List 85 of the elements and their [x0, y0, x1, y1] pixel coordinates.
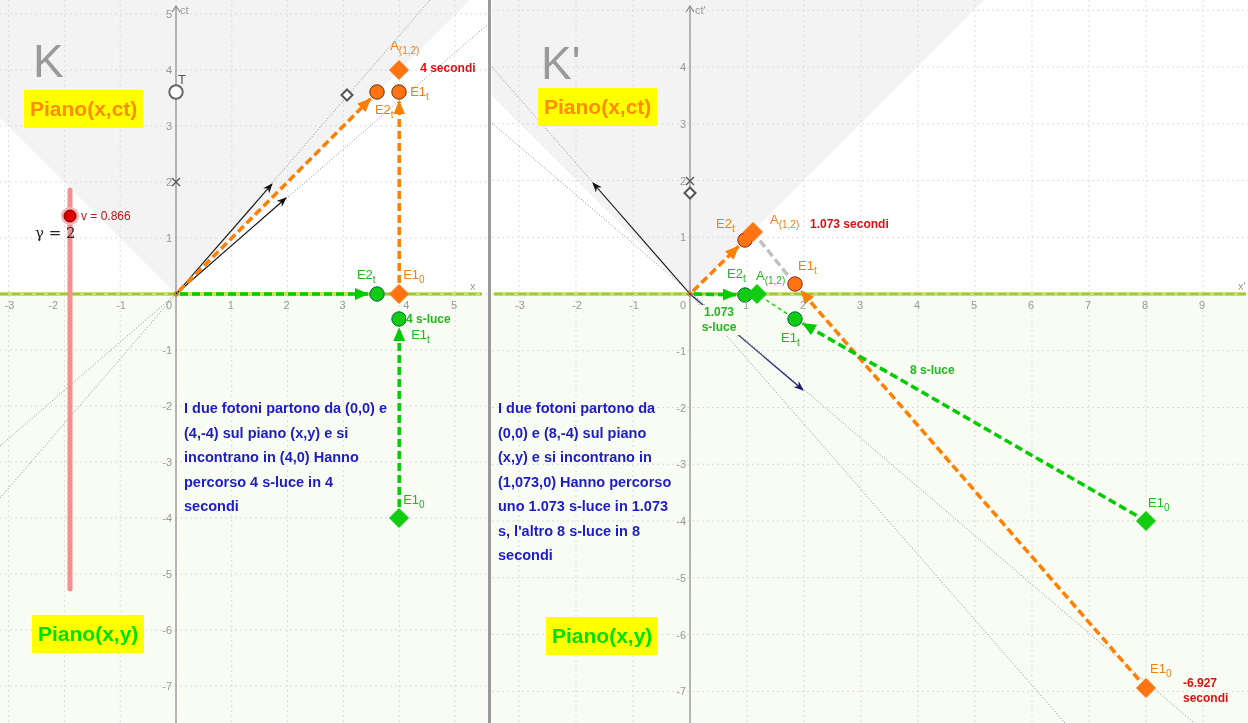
axis-label: -2 — [676, 401, 686, 414]
axis-label: 1 — [227, 299, 234, 311]
arrow — [691, 245, 740, 293]
point-label: E1$_{t}$ — [798, 258, 817, 273]
point-label: E1$_{0}$ — [403, 267, 425, 282]
axis-label: 4 — [165, 64, 172, 76]
axis-label: ct' — [695, 4, 706, 16]
axis-label: -2 — [572, 299, 582, 311]
arrow — [393, 100, 406, 283]
axis-label: 1 — [165, 232, 172, 244]
point-label: E1$_{0}$ — [1148, 495, 1170, 510]
axis-label: 2 — [283, 299, 290, 311]
point-label: E1$_{0}$ — [1150, 661, 1172, 676]
explanation-text: I due fotoni partono da (0,0) e (4,-4) sul piano (x,y) e si incontrano in (4,0) Hanno percorso 4 s-luce in 4 secondi — [184, 399, 388, 516]
axis-label: 0 — [680, 299, 687, 311]
axis-label: 5 — [165, 8, 172, 20]
plane-label: Piano(x,ct) — [538, 88, 658, 126]
axis-label: -5 — [676, 571, 686, 584]
axis-label: 3 — [339, 299, 346, 311]
arrow — [693, 288, 737, 301]
arrow — [393, 327, 406, 507]
axis-label: 4 — [679, 61, 686, 73]
point-label: E2$_{t}$ — [356, 267, 376, 282]
time-label: 4 secondi — [420, 61, 476, 76]
point-label: E1$_{t}$ — [410, 84, 429, 100]
plane-label: Piano(x,y) — [32, 615, 145, 653]
axis-label: -7 — [676, 685, 686, 698]
axis-label: -5 — [162, 568, 172, 580]
axis-label: ct — [180, 4, 189, 16]
axis-label: 5 — [971, 299, 978, 311]
axis-label: -3 — [515, 299, 525, 311]
arrow — [177, 97, 372, 293]
point-label: E2$_{t}$ — [716, 216, 735, 231]
axis-label: 7 — [1085, 299, 1092, 311]
axis-label: -1 — [629, 299, 639, 311]
point-label: E2$_{t}$ — [374, 102, 394, 118]
axis-label: -1 — [676, 344, 686, 357]
explanation-text: I due fotoni partono da (0,0) e (8,-4) sul piano (x,y) e si incontrano in (1,073,0) Hanno percorso uno 1.073 s-luce in 1.073 s, l'altro 8 s-luce in 8 secondi — [498, 399, 673, 565]
arrow — [799, 289, 1141, 681]
axis-label: -6 — [676, 628, 686, 641]
axis-label: -7 — [162, 680, 172, 692]
point-label: E1$_{t}$ — [411, 327, 430, 343]
point-label: E1$_{0}$ — [403, 492, 425, 507]
axis-label: 4 — [914, 299, 921, 311]
axis-label: -1 — [162, 344, 172, 356]
axis-label: 8 — [1142, 299, 1149, 311]
axis-label: -3 — [676, 458, 686, 471]
axis-label: -4 — [162, 512, 172, 524]
point-label: E1$_{t}$ — [781, 330, 800, 345]
axis-label: 2 — [679, 174, 686, 187]
frame-title: K — [33, 36, 64, 86]
axis-label: -3 — [4, 299, 15, 311]
axis-label: 3 — [857, 299, 864, 311]
axis-label: -1 — [116, 299, 126, 311]
plane-label: Piano(x,ct) — [24, 90, 144, 128]
axis-label: 3 — [679, 117, 686, 130]
axis-label: 2 — [800, 299, 807, 311]
axis-label: -6 — [162, 624, 172, 636]
axis-label: 5 — [451, 299, 458, 311]
time-label: -6.927 secondi — [1183, 676, 1230, 706]
axis-label: 0 — [166, 299, 173, 311]
edge-label: 1.073 s-luce — [697, 305, 741, 335]
arrow — [180, 288, 369, 300]
axis-label: -4 — [676, 515, 686, 527]
plane-label: Piano(x,y) — [546, 617, 659, 655]
point-label: T — [178, 72, 186, 88]
axis-label: -3 — [162, 456, 172, 468]
axis-label: 2 — [165, 176, 172, 188]
point-label: E2$_{t}$ — [727, 266, 746, 281]
axis-label: -2 — [162, 400, 172, 412]
arrow — [801, 322, 1138, 517]
parameter-label: γ = 2 — [35, 224, 76, 242]
axis-label: 6 — [1028, 299, 1035, 311]
slider-value: v = 0.866 — [81, 209, 131, 223]
edge-label: 8 s-luce — [910, 363, 955, 378]
axis-label: 1 — [743, 299, 750, 311]
axis-label: 3 — [165, 120, 172, 132]
axis-label: 9 — [1199, 299, 1206, 311]
time-label: 1.073 secondi — [810, 217, 889, 232]
axis-label: -2 — [48, 299, 59, 311]
axis-label: 4 — [403, 299, 410, 311]
frame-title: K' — [541, 38, 581, 88]
axis-label: x — [470, 280, 476, 292]
axis-label: 1 — [679, 231, 686, 244]
axis-label: x' — [1238, 280, 1246, 292]
